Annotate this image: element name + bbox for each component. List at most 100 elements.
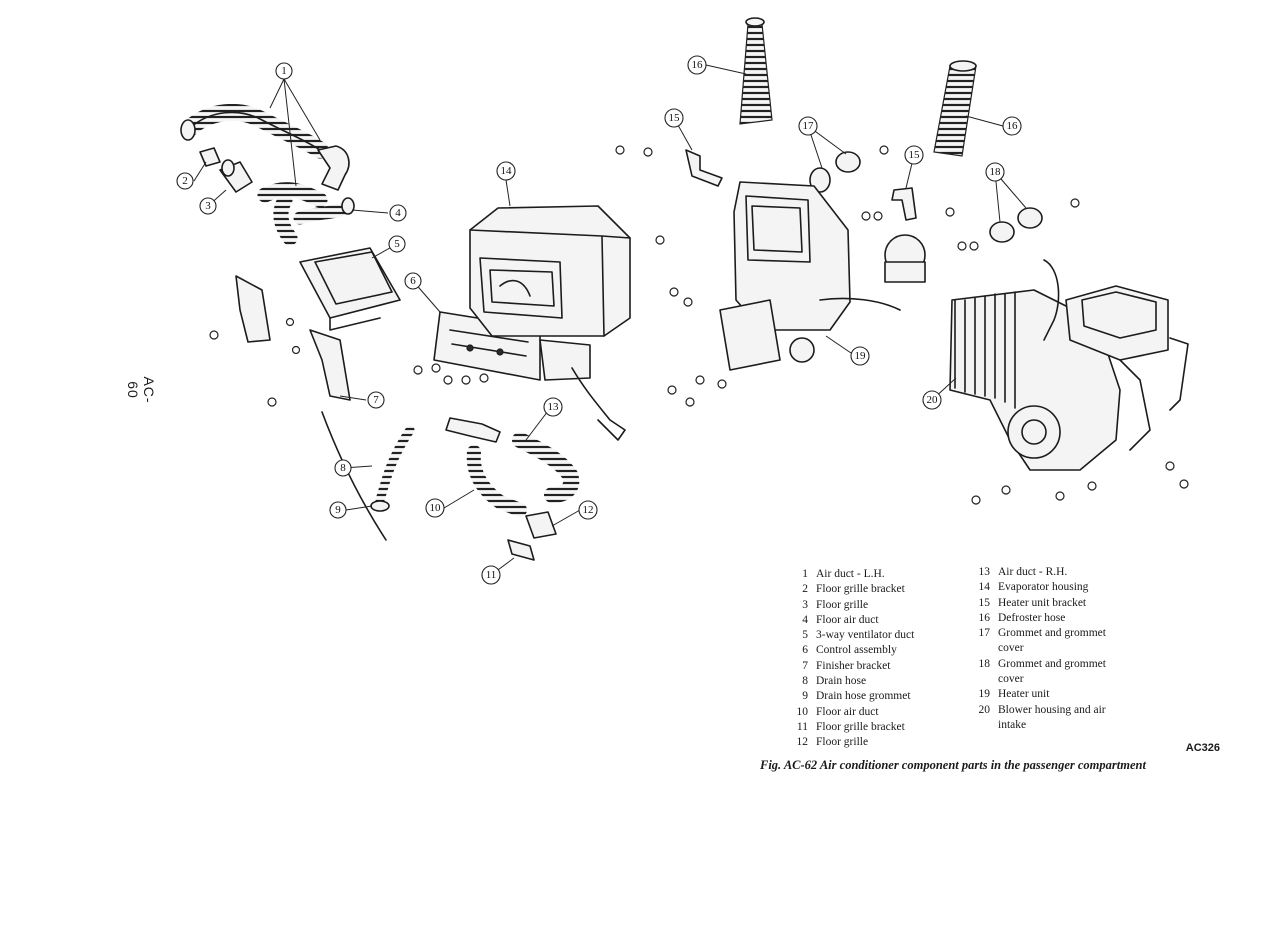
legend-item-20-cont: intake bbox=[968, 718, 1148, 733]
svg-text:2: 2 bbox=[182, 175, 188, 187]
legend-part-name: Floor air duct bbox=[816, 613, 879, 626]
legend-number-blank bbox=[968, 672, 998, 687]
svg-text:4: 4 bbox=[395, 207, 401, 219]
finisher-bracket bbox=[235, 275, 351, 401]
svg-text:15: 15 bbox=[909, 149, 921, 161]
callout-10: 10 bbox=[425, 498, 445, 518]
legend-part-name-cont: cover bbox=[998, 673, 1024, 686]
svg-text:16: 16 bbox=[692, 59, 704, 71]
legend-number: 2 bbox=[802, 583, 808, 596]
callout-16-left: 16 bbox=[687, 55, 707, 75]
legend-part-name: Defroster hose bbox=[998, 611, 1066, 624]
air-duct-lh bbox=[180, 103, 350, 246]
legend-part-name: Heater unit bracket bbox=[998, 596, 1087, 609]
heater-unit bbox=[719, 181, 926, 371]
legend-number: 9 bbox=[802, 690, 808, 703]
grommet-and-cover-18 bbox=[989, 207, 1043, 243]
svg-text:6: 6 bbox=[410, 275, 416, 287]
callout-7: 7 bbox=[367, 391, 385, 409]
legend-number: 6 bbox=[802, 644, 808, 657]
svg-text:8: 8 bbox=[340, 462, 346, 474]
svg-text:7: 7 bbox=[373, 394, 379, 406]
svg-text:3: 3 bbox=[205, 200, 211, 212]
legend-number: 8 bbox=[802, 675, 808, 688]
legend-number: 4 bbox=[802, 613, 808, 626]
svg-text:14: 14 bbox=[501, 165, 513, 177]
callout-16-right: 16 bbox=[1002, 116, 1022, 136]
callout-5: 5 bbox=[388, 235, 406, 253]
floor-grille-lh bbox=[219, 159, 253, 193]
callout-3: 3 bbox=[199, 197, 217, 215]
evaporator-housing bbox=[469, 205, 631, 337]
callout-15-right: 15 bbox=[904, 145, 924, 165]
figure-caption: Fig. AC-62 Air conditioner component par… bbox=[760, 758, 1146, 772]
floor-air-duct-lh bbox=[293, 197, 355, 225]
blower-housing bbox=[949, 259, 1189, 471]
legend-item-7: 7 Finisher bracket bbox=[786, 659, 966, 674]
legend-item-18: 18 Grommet and grommet bbox=[968, 657, 1148, 672]
leader-14 bbox=[505, 179, 511, 207]
svg-text:15: 15 bbox=[669, 112, 681, 124]
fastener-bolts-right bbox=[413, 145, 1189, 505]
floor-grille-rh bbox=[525, 511, 557, 539]
drain-hose-grommet bbox=[370, 500, 390, 512]
legend-number: 18 bbox=[978, 657, 991, 670]
svg-text:12: 12 bbox=[583, 504, 594, 516]
legend-number: 10 bbox=[796, 705, 809, 718]
legend-item-9: 9 Drain hose grommet bbox=[786, 689, 966, 704]
drain-hose bbox=[321, 411, 415, 541]
svg-text:11: 11 bbox=[486, 569, 497, 581]
legend-part-name: Evaporator housing bbox=[998, 581, 1089, 594]
legend-number: 7 bbox=[802, 659, 808, 672]
defroster-hose-right bbox=[933, 60, 977, 157]
svg-text:9: 9 bbox=[335, 504, 341, 516]
legend-number: 11 bbox=[796, 720, 808, 733]
callout-8: 8 bbox=[334, 459, 352, 477]
legend-part-name: Grommet and grommet bbox=[998, 627, 1106, 640]
callout-1: 1 bbox=[275, 62, 293, 80]
callout-6: 6 bbox=[404, 272, 422, 290]
legend-number: 13 bbox=[978, 566, 991, 578]
callout-4: 4 bbox=[389, 204, 407, 222]
svg-text:5: 5 bbox=[394, 238, 400, 250]
legend-part-name: Drain hose grommet bbox=[816, 690, 911, 703]
svg-text:10: 10 bbox=[430, 502, 442, 514]
legend-number-blank bbox=[968, 641, 998, 656]
callout-20: 20 bbox=[922, 390, 942, 410]
callout-15-left: 15 bbox=[664, 108, 684, 128]
heater-unit-bracket-left bbox=[685, 149, 723, 187]
legend-part-name: Drain hose bbox=[816, 675, 867, 688]
legend-part-name: Air duct - L.H. bbox=[816, 568, 885, 580]
callout-14: 14 bbox=[496, 161, 516, 181]
svg-text:1: 1 bbox=[281, 65, 287, 77]
legend-number: 3 bbox=[802, 598, 808, 611]
legend-part-name: Blower housing and air bbox=[998, 703, 1106, 716]
legend-item-8: 8 Drain hose bbox=[786, 674, 966, 689]
legend-number: 12 bbox=[796, 736, 809, 749]
legend-part-name-cont: cover bbox=[998, 642, 1024, 655]
grommet-and-cover-17 bbox=[809, 151, 861, 193]
callout-18: 18 bbox=[985, 162, 1005, 182]
legend-part-name: 3-way ventilator duct bbox=[816, 629, 915, 642]
callout-2: 2 bbox=[176, 172, 194, 190]
callout-19: 19 bbox=[850, 346, 870, 366]
floor-air-duct-rh bbox=[466, 445, 527, 517]
legend-item-20: 20 Blower housing and air bbox=[968, 703, 1148, 718]
legend-item-18-cont: cover bbox=[968, 672, 1148, 687]
legend-part-name: Floor grille bbox=[816, 598, 869, 611]
legend-part-name: Finisher bracket bbox=[816, 659, 891, 672]
three-way-ventilator-duct bbox=[299, 247, 401, 331]
legend-part-name: Floor grille bracket bbox=[816, 720, 905, 733]
legend-number: 20 bbox=[978, 703, 991, 716]
legend-part-name: Grommet and grommet bbox=[998, 657, 1106, 670]
legend-number-blank bbox=[968, 718, 998, 733]
legend-number: 16 bbox=[978, 611, 991, 624]
